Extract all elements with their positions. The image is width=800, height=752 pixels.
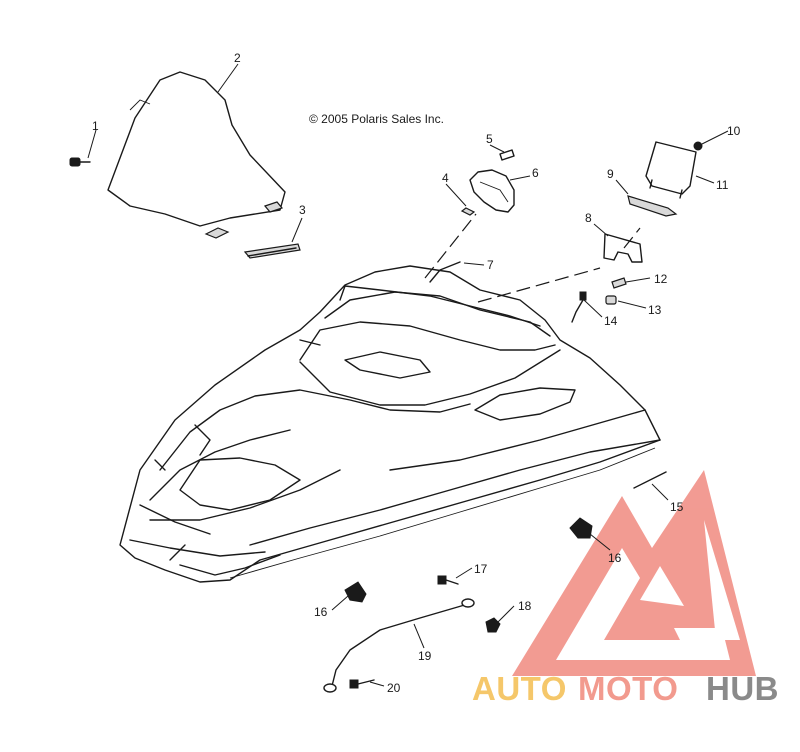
gauge-bezel-part	[469, 169, 515, 213]
callout-15: 15	[670, 500, 684, 514]
callout-18: 18	[518, 599, 532, 613]
callout-9: 9	[607, 167, 614, 181]
copyright-text: © 2005 Polaris Sales Inc.	[309, 112, 444, 126]
spring-part	[611, 277, 627, 289]
wire-part	[429, 261, 461, 283]
callout-12: 12	[654, 272, 668, 286]
assembly-line	[477, 267, 601, 303]
grommet-part	[605, 295, 617, 305]
callout-1: 1	[92, 119, 99, 133]
tether-cable-part	[323, 598, 475, 693]
callout-6: 6	[532, 166, 539, 180]
callout-3: 3	[299, 203, 306, 217]
watermark-auto: AUTO	[472, 670, 567, 707]
seal-strip-part	[243, 243, 301, 259]
callout-16a: 16	[314, 605, 328, 619]
callout-7: 7	[487, 258, 494, 272]
nut-part-18	[485, 617, 501, 633]
mount-part-16a	[344, 581, 367, 603]
assembly-line	[424, 213, 477, 279]
callout-20: 20	[387, 681, 401, 695]
rivet-part	[349, 679, 375, 689]
pin-part	[499, 149, 515, 161]
bolt-part	[437, 575, 459, 585]
callout-8: 8	[585, 211, 592, 225]
callout-2: 2	[234, 51, 241, 65]
mount-part-16b	[569, 517, 593, 539]
watermark-moto: MOTO	[578, 670, 678, 707]
callout-10: 10	[727, 124, 741, 138]
screw-part-1	[69, 157, 91, 167]
watermark-logo	[512, 470, 756, 676]
windshield-part	[107, 71, 286, 239]
callout-5: 5	[486, 132, 493, 146]
lens-part	[627, 195, 678, 217]
gauge-cover-part	[645, 141, 697, 199]
callout-16b: 16	[608, 551, 622, 565]
callout-13: 13	[648, 303, 662, 317]
watermark-hub: HUB	[706, 670, 779, 707]
callout-11: 11	[716, 178, 729, 192]
watermark-text: AUTO MOTO HUB	[472, 670, 779, 707]
callout-17: 17	[474, 562, 488, 576]
clip-part	[460, 207, 476, 216]
hood-part	[119, 265, 661, 583]
cable-tie-part	[633, 471, 667, 489]
leader-lines	[87, 63, 729, 687]
nut-part-10	[693, 141, 703, 151]
callout-19: 19	[418, 649, 432, 663]
bracket-part	[603, 233, 643, 263]
sensor-part	[571, 291, 587, 323]
callout-14: 14	[604, 314, 618, 328]
assembly-line	[623, 227, 641, 249]
callout-4: 4	[442, 171, 449, 185]
